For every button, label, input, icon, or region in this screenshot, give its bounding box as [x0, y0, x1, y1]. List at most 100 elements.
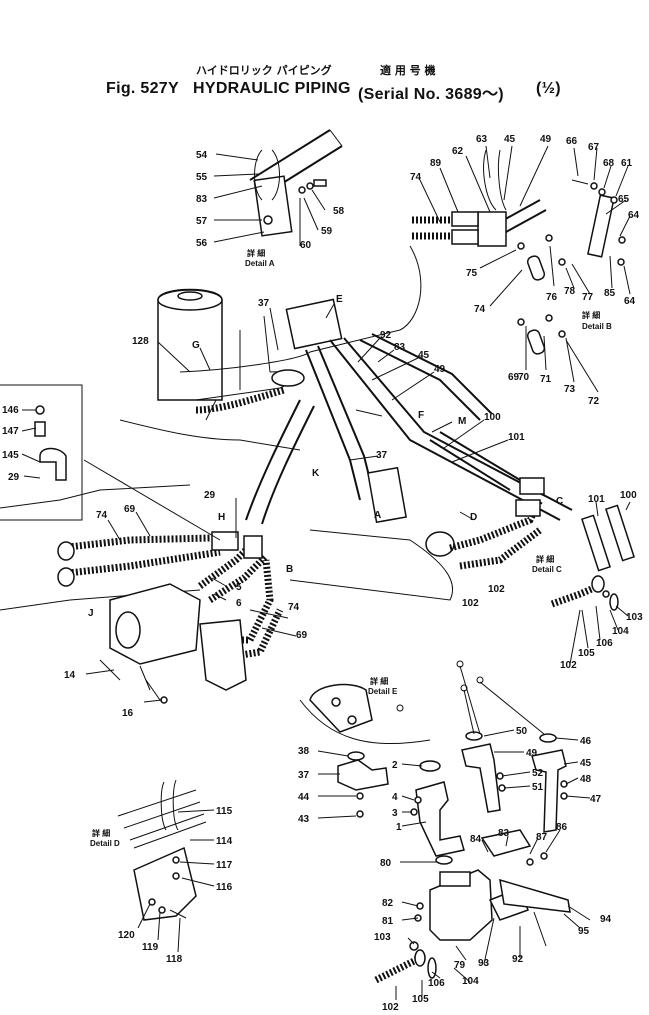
part-number: 57	[196, 216, 208, 227]
part-number: 49	[434, 364, 446, 375]
detail-d-assembly	[117, 779, 207, 921]
serial-range: (Serial No. 3689～)	[358, 86, 504, 103]
hydraulic-tank	[157, 288, 223, 401]
part-number: 49	[526, 748, 538, 759]
view-letter: A	[374, 510, 381, 521]
part-number: 74	[96, 510, 108, 521]
detail-c-callouts: 101 100 103 104 106 105 102 102 102 詳 細 …	[462, 490, 643, 671]
part-number: 118	[166, 954, 183, 965]
part-number: 61	[621, 158, 633, 169]
detail-a-callouts: 54 55 83 57 56 58 59 60 詳 細 Detail A	[196, 150, 345, 268]
part-number: 3	[392, 808, 398, 819]
part-number: 68	[603, 158, 615, 169]
part-number: 51	[532, 782, 544, 793]
part-number: 70	[518, 372, 530, 383]
part-number: 49	[540, 134, 552, 145]
detail-b-assembly	[412, 149, 626, 355]
part-number: 92	[380, 330, 392, 341]
part-number: 45	[504, 134, 516, 145]
part-number: 101	[588, 494, 605, 505]
part-number: 55	[196, 172, 208, 183]
part-number: 69	[508, 372, 520, 383]
part-number: 147	[2, 426, 19, 437]
part-number: 43	[298, 814, 310, 825]
detail-jp-label: 詳 細	[247, 248, 265, 258]
part-number: 60	[300, 240, 312, 251]
part-number: 63	[476, 134, 488, 145]
part-number: 128	[132, 336, 149, 347]
detail-d-callouts: 115 114 117 116 120 119 118 詳 細 Detail D	[90, 806, 233, 965]
part-number: 67	[588, 142, 600, 153]
part-number: 102	[462, 598, 479, 609]
part-number: 119	[142, 942, 159, 953]
view-letter: E	[336, 294, 343, 305]
part-number: 89	[430, 158, 442, 169]
serial-japanese: 適 用 号 機	[380, 64, 436, 77]
sheet-indicator: (½)	[536, 80, 561, 97]
part-number: 146	[2, 405, 19, 416]
part-number: 83	[394, 342, 406, 353]
part-number: 45	[418, 350, 430, 361]
detail-jp-label: 詳 細	[536, 554, 554, 564]
part-number: 79	[454, 960, 466, 971]
detail-jp-label: 詳 細	[92, 828, 110, 838]
part-number: 115	[216, 806, 233, 817]
part-number: 64	[624, 296, 636, 307]
part-number: 14	[64, 670, 76, 681]
view-letter: K	[312, 468, 320, 479]
part-number: 87	[536, 832, 548, 843]
part-number: 80	[380, 858, 392, 869]
part-number: 50	[516, 726, 528, 737]
view-letter: D	[470, 512, 477, 523]
part-number: 94	[600, 914, 612, 925]
title-japanese: ハイドロリック パイピング	[196, 64, 332, 77]
part-number: 1	[396, 822, 402, 833]
part-number: 47	[590, 794, 602, 805]
detail-e-callouts: 38 37 44 43 2 4 3 1 50 49 52 51 46 45 48…	[298, 676, 612, 1013]
part-number: 16	[122, 708, 134, 719]
part-number: 103	[626, 612, 643, 623]
figure-number: Fig. 527Y	[106, 80, 179, 97]
hydraulic-pump	[99, 583, 247, 704]
part-number: 54	[196, 150, 208, 161]
part-number: 62	[452, 146, 464, 157]
part-number: 78	[564, 286, 576, 297]
part-number: 37	[258, 298, 270, 309]
part-number: 52	[532, 768, 544, 779]
part-number: 104	[462, 976, 479, 987]
part-number: 74	[474, 304, 486, 315]
part-number: 92	[512, 954, 524, 965]
part-number: 64	[628, 210, 640, 221]
part-number: 82	[382, 898, 394, 909]
detail-jp-label: 詳 細	[582, 310, 600, 320]
part-number: 101	[508, 432, 525, 443]
part-number: 56	[196, 238, 208, 249]
part-number: 4	[392, 792, 398, 803]
detail-c-assembly	[550, 504, 635, 611]
detail-d-label: Detail D	[90, 839, 120, 848]
part-number: 74	[288, 602, 300, 613]
part-number: 86	[556, 822, 568, 833]
main-callouts: 37 E 128 G 92 83 45 49 146 147 145 29 10…	[2, 294, 563, 719]
detail-b-label: Detail B	[582, 322, 612, 331]
main-piping	[119, 245, 573, 525]
part-number: 45	[580, 758, 592, 769]
part-number: 44	[298, 792, 310, 803]
view-letter: J	[88, 608, 94, 619]
detail-jp-label: 詳 細	[370, 676, 388, 686]
part-number: 59	[321, 226, 333, 237]
part-number: 106	[596, 638, 613, 649]
part-number: 102	[560, 660, 577, 671]
detail-e-label: Detail E	[368, 687, 398, 696]
part-number: 93	[478, 958, 490, 969]
part-number: 37	[298, 770, 310, 781]
part-number: 77	[582, 292, 594, 303]
part-number: 65	[618, 194, 630, 205]
part-number: 6	[236, 598, 242, 609]
part-number: 71	[540, 374, 552, 385]
part-number: 46	[580, 736, 592, 747]
part-number: 106	[428, 978, 445, 989]
detail-e-assembly	[299, 660, 571, 984]
part-number: 69	[124, 504, 136, 515]
